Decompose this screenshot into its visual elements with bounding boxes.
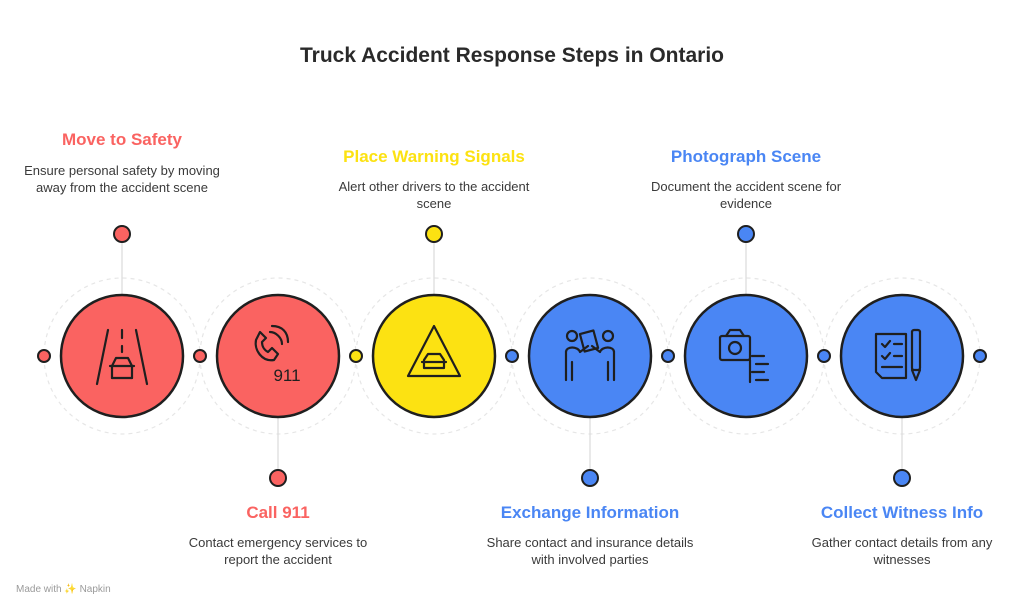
- step-desc-call-911: Contact emergency services to report the…: [188, 535, 368, 567]
- step-desc-collect-witness-info: Gather contact details from any witnesse…: [811, 535, 993, 567]
- camera-icon: [718, 328, 770, 384]
- warning-triangle-icon: [406, 324, 462, 378]
- step-desc-place-warning-signals: Alert other drivers to the accident scen…: [338, 179, 530, 211]
- connector-lines: [121, 240, 903, 472]
- icon-911-text: 911: [273, 366, 300, 385]
- step-circle-3: [371, 293, 497, 419]
- step-title-move-to-safety: Move to Safety: [62, 130, 182, 149]
- step-title-place-warning-signals: Place Warning Signals: [343, 147, 525, 166]
- step-title-collect-witness-info: Collect Witness Info: [820, 503, 984, 522]
- step-circle-1: [59, 293, 185, 419]
- phone-911-icon: [254, 324, 290, 362]
- step-desc-photograph-scene: Document the accident scene for evidence: [650, 179, 842, 211]
- step-circle-5: [683, 293, 809, 419]
- road-car-icon: [95, 328, 149, 386]
- step-desc-exchange-information: Share contact and insurance details with…: [486, 535, 694, 567]
- step-circle-2: [215, 293, 341, 419]
- side-dots: [37, 349, 987, 363]
- step-title-photograph-scene: Photograph Scene: [670, 147, 822, 166]
- checklist-pen-icon: [874, 328, 922, 382]
- people-exchange-icon: [564, 329, 616, 382]
- step-title-exchange-information: Exchange Information: [500, 503, 680, 522]
- anchor-dots: [113, 225, 911, 487]
- step-desc-move-to-safety: Ensure personal safety by moving away fr…: [24, 163, 220, 195]
- step-title-call-911: Call 911: [246, 503, 310, 522]
- napkin-footer: Made with ✨ Napkin: [16, 584, 111, 595]
- step-circle-4: [527, 293, 653, 419]
- diagram-title: Truck Accident Response Steps in Ontario: [300, 44, 724, 67]
